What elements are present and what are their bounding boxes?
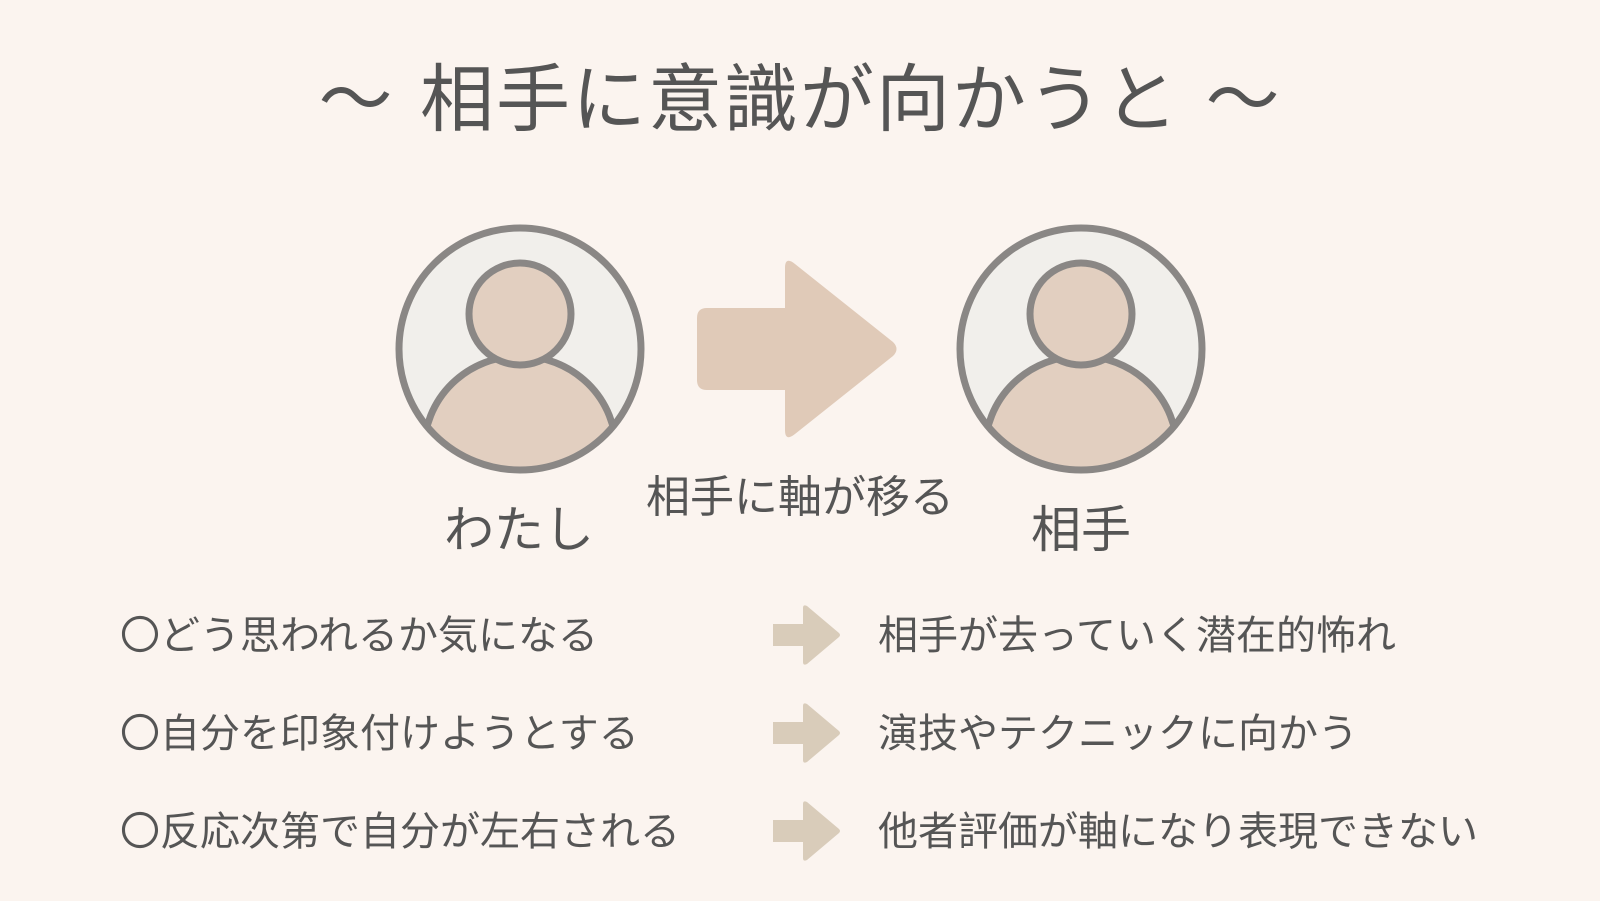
- effect-text: 他者評価が軸になり表現できない: [878, 809, 1478, 855]
- effect-text: 演技やテクニックに向かう: [878, 711, 1358, 757]
- right-arrow-icon: [773, 801, 840, 861]
- avatar-me: [393, 222, 647, 476]
- right-arrow-icon: [773, 703, 840, 763]
- shift-label: 相手に軸が移る: [646, 472, 954, 523]
- me-label: わたし: [444, 501, 594, 559]
- person-icon: [956, 224, 1206, 474]
- avatar-partner: [954, 222, 1208, 476]
- page-title: 〜 相手に意識が向かうと 〜: [318, 57, 1282, 143]
- partner-label: 相手: [1031, 501, 1131, 559]
- list-item: 〇自分を印象付けようとする 演技やテクニックに向かう: [0, 694, 1600, 774]
- cause-text: 〇自分を印象付けようとする: [120, 711, 639, 757]
- effect-text: 相手が去っていく潜在的怖れ: [878, 613, 1396, 659]
- list-item: 〇どう思われるか気になる 相手が去っていく潜在的怖れ: [0, 596, 1600, 676]
- list-item: 〇反応次第で自分が左右される 他者評価が軸になり表現できない: [0, 792, 1600, 872]
- cause-text: 〇反応次第で自分が左右される: [120, 809, 680, 855]
- person-icon: [395, 224, 645, 474]
- right-arrow-icon: [773, 605, 840, 665]
- cause-text: 〇どう思われるか気になる: [120, 613, 598, 659]
- right-arrow-icon: [697, 260, 897, 438]
